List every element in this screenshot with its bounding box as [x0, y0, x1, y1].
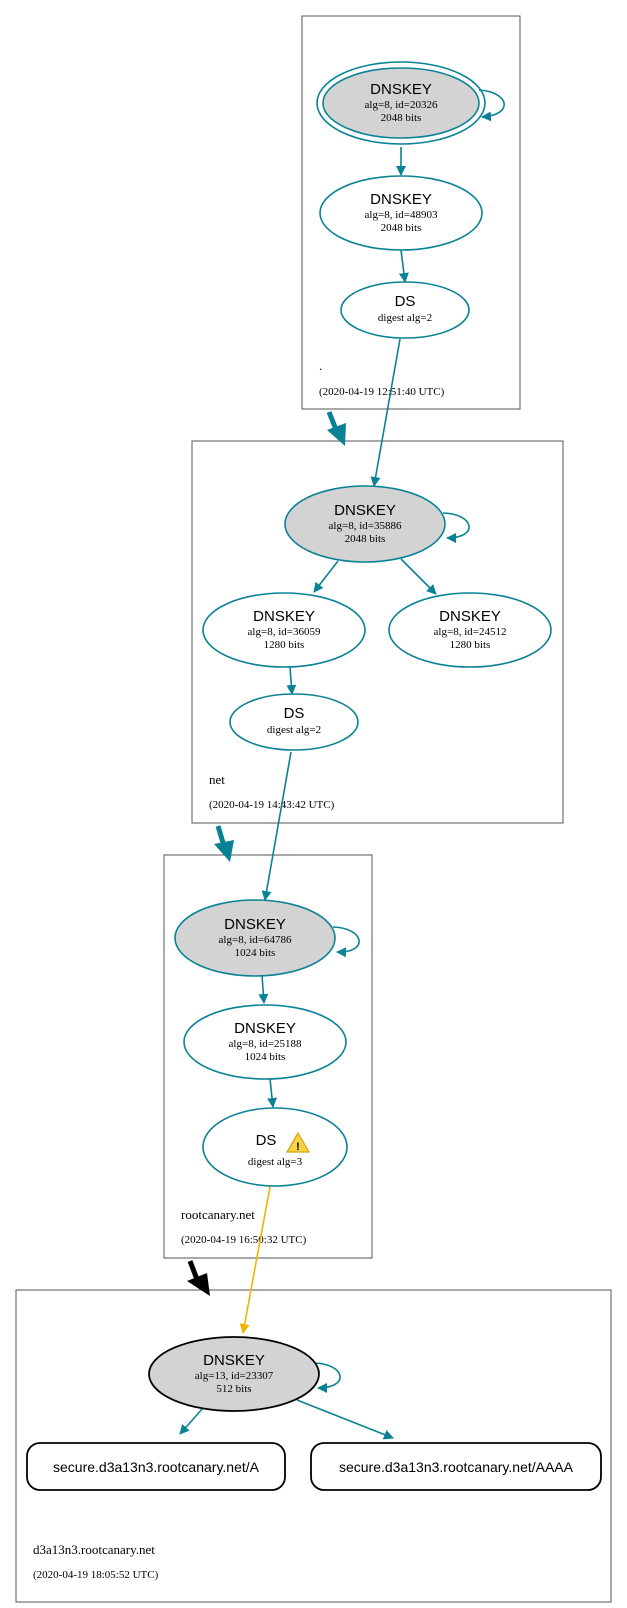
zone-rootcanary-time: (2020-04-19 16:50:32 UTC) — [181, 1234, 307, 1246]
node-net-zsk2-line1: alg=8, id=24512 — [434, 626, 507, 638]
edge-root-ksk-self — [478, 89, 505, 122]
node-rc-ds-title: DS — [256, 1132, 277, 1149]
edge-net-ksk-zsk2 — [400, 558, 437, 595]
node-rc-ksk-line2: 1024 bits — [235, 947, 276, 959]
node-rc-ksk[interactable]: DNSKEY alg=8, id=64786 1024 bits — [174, 899, 336, 977]
node-root-ds-title: DS — [395, 293, 416, 310]
node-root-ksk[interactable]: DNSKEY alg=8, id=20326 2048 bits — [316, 61, 486, 145]
edges — [179, 89, 505, 1440]
edge-leaf-key-rr-a — [179, 1407, 204, 1435]
edge-rc-ksk-self — [332, 926, 360, 958]
node-root-zsk-line2: 2048 bits — [381, 222, 422, 234]
node-root-zsk[interactable]: DNSKEY alg=8, id=48903 2048 bits — [319, 175, 483, 251]
node-net-ksk-line1: alg=8, id=35886 — [329, 520, 402, 532]
node-root-zsk-title: DNSKEY — [370, 191, 432, 208]
edge-leaf-key-self — [313, 1362, 341, 1393]
delegation-root-net — [326, 411, 346, 446]
node-net-ds[interactable]: DS digest alg=2 — [229, 693, 359, 751]
edge-leaf-key-rr-aaaa — [296, 1399, 394, 1440]
node-root-ksk-line2: 2048 bits — [381, 112, 422, 124]
node-net-ksk[interactable]: DNSKEY alg=8, id=35886 2048 bits — [284, 485, 446, 563]
node-net-zsk1-line2: 1280 bits — [264, 639, 305, 651]
node-leaf-key-title: DNSKEY — [203, 1352, 265, 1369]
edge-rc-ds-leaf-key — [239, 1186, 271, 1334]
node-rc-ds[interactable]: DS ! digest alg=3 — [202, 1107, 348, 1187]
zone-d3a13n3-name: d3a13n3.rootcanary.net — [33, 1542, 155, 1557]
delegation-rootcanary-d3a13n3 — [187, 1260, 210, 1296]
node-net-ds-line1: digest alg=2 — [267, 724, 321, 736]
node-net-zsk1-line1: alg=8, id=36059 — [248, 626, 321, 638]
node-rc-zsk-line1: alg=8, id=25188 — [229, 1038, 302, 1050]
node-net-ksk-title: DNSKEY — [334, 502, 396, 519]
node-rc-ds-line1: digest alg=3 — [248, 1156, 303, 1168]
node-rr-a-label: secure.d3a13n3.rootcanary.net/A — [53, 1459, 260, 1475]
node-rc-zsk-line2: 1024 bits — [245, 1051, 286, 1063]
node-rr-aaaa[interactable]: secure.d3a13n3.rootcanary.net/AAAA — [310, 1442, 602, 1491]
edge-root-ds-net-ksk — [370, 338, 401, 487]
node-rc-ksk-line1: alg=8, id=64786 — [219, 934, 292, 946]
node-net-zsk1-title: DNSKEY — [253, 608, 315, 625]
node-leaf-key-line1: alg=13, id=23307 — [195, 1370, 274, 1382]
node-root-ds-line1: digest alg=2 — [378, 312, 432, 324]
warning-triangle-icon: ! — [285, 1131, 311, 1153]
node-leaf-key[interactable]: DNSKEY alg=13, id=23307 512 bits — [148, 1336, 320, 1412]
node-root-zsk-line1: alg=8, id=48903 — [365, 209, 438, 221]
zone-root-time: (2020-04-19 12:51:40 UTC) — [319, 386, 445, 398]
node-net-ds-title: DS — [284, 705, 305, 722]
node-rc-zsk-title: DNSKEY — [234, 1020, 296, 1037]
zone-root-name: . — [319, 358, 322, 373]
svg-text:!: ! — [296, 1141, 300, 1153]
node-net-zsk2-line2: 1280 bits — [450, 639, 491, 651]
edge-net-ds-rc-ksk — [261, 751, 292, 901]
edge-rc-zsk-ds — [267, 1078, 278, 1108]
node-net-zsk2-title: DNSKEY — [439, 608, 501, 625]
delegation-net-rootcanary — [214, 825, 234, 862]
node-rc-ksk-title: DNSKEY — [224, 916, 286, 933]
zone-d3a13n3-time: (2020-04-19 18:05:52 UTC) — [33, 1569, 159, 1581]
node-root-ds[interactable]: DS digest alg=2 — [340, 281, 470, 339]
edge-root-zsk-ds — [398, 249, 409, 283]
edge-rc-ksk-zsk — [258, 974, 269, 1004]
node-rc-zsk[interactable]: DNSKEY alg=8, id=25188 1024 bits — [183, 1004, 347, 1080]
zone-rootcanary-name: rootcanary.net — [181, 1207, 255, 1222]
edge-net-zsk1-ds — [286, 666, 297, 695]
node-rr-a[interactable]: secure.d3a13n3.rootcanary.net/A — [26, 1442, 286, 1491]
node-net-zsk2[interactable]: DNSKEY alg=8, id=24512 1280 bits — [388, 592, 552, 668]
edge-net-ksk-zsk1 — [313, 560, 339, 593]
node-net-zsk1[interactable]: DNSKEY alg=8, id=36059 1280 bits — [202, 592, 366, 668]
node-leaf-key-line2: 512 bits — [216, 1383, 251, 1395]
zone-net-time: (2020-04-19 14:43:42 UTC) — [209, 799, 335, 811]
node-net-ksk-line2: 2048 bits — [345, 533, 386, 545]
node-rr-aaaa-label: secure.d3a13n3.rootcanary.net/AAAA — [339, 1459, 574, 1475]
node-root-ksk-title: DNSKEY — [370, 81, 432, 98]
node-root-ksk-line1: alg=8, id=20326 — [365, 99, 438, 111]
zone-net-name: net — [209, 772, 225, 787]
edge-net-ksk-self — [442, 512, 470, 543]
